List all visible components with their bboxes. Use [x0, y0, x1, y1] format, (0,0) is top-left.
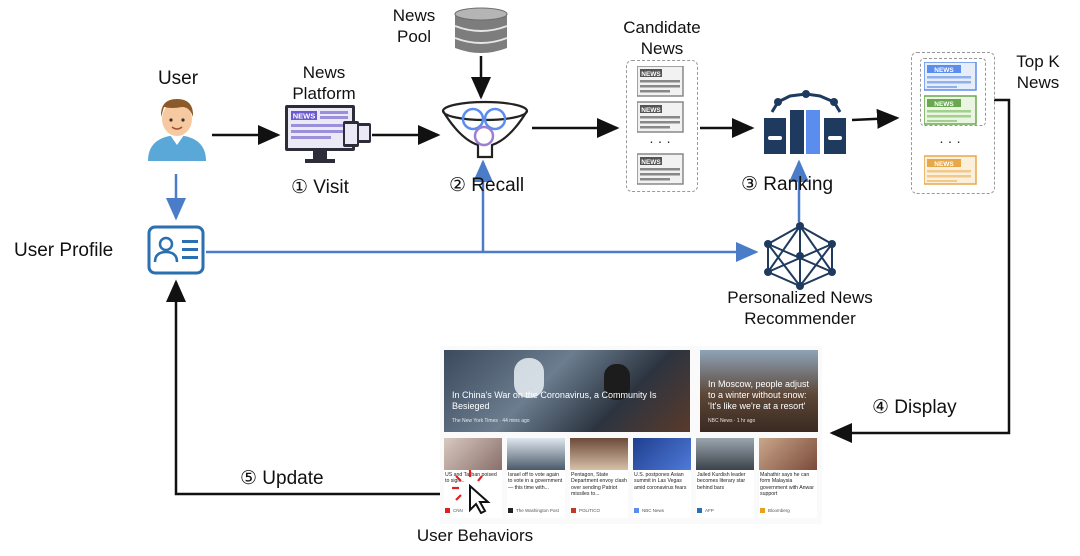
hero-card-side[interactable]: In Moscow, people adjust to a winter wit…	[700, 350, 818, 432]
news-platform-icon-text: NEWS	[293, 112, 316, 121]
news-card[interactable]: Mahathir says he can form Malaysia gover…	[759, 438, 817, 518]
database-icon	[454, 7, 508, 53]
news-platform-label-line1: News	[302, 63, 346, 82]
svg-text:NEWS: NEWS	[934, 101, 954, 108]
arrow-behaviors-to-profile	[166, 279, 448, 496]
network-icon	[764, 222, 836, 290]
top-k-news-item-green: NEWS	[924, 95, 977, 125]
news-card-thumbnail	[759, 438, 817, 470]
svg-text:NEWS: NEWS	[641, 71, 661, 78]
news-pool-label-line1: News	[392, 6, 436, 25]
arrow-ranking-to-topk	[851, 108, 900, 129]
svg-text:NEWS: NEWS	[641, 159, 661, 166]
top-k-news-box	[911, 52, 995, 194]
top-k-inner-box	[920, 58, 986, 126]
funnel-icon	[441, 100, 529, 159]
svg-text:NEWS: NEWS	[934, 67, 954, 74]
svg-text:NEWS: NEWS	[934, 161, 954, 168]
news-card[interactable]: US and Taliban poised to sign... CNN	[444, 438, 502, 518]
step-visit: ① Visit	[291, 177, 349, 198]
hero-side-caption: In Moscow, people adjust to a winter wit…	[708, 379, 810, 411]
candidate-news-item: NEWS	[637, 66, 684, 97]
hero-side-source: NBC News · 1 hr ago	[708, 418, 756, 424]
hero-main-source: The New York Times · 44 mins ago	[452, 418, 530, 424]
news-card-source: NBC News	[642, 508, 665, 513]
news-platform-label-line2: Platform	[292, 84, 356, 103]
news-card-title: Pentagon, State Department envoy clash o…	[571, 472, 627, 498]
candidate-news-list: NEWS NEWS · · · NEWS	[637, 66, 684, 185]
ranking-icon	[764, 90, 846, 154]
top-k-news-label-line2: News	[1016, 73, 1060, 92]
news-platform-icon: NEWS	[285, 105, 371, 163]
arrow-topk-to-display	[829, 98, 1011, 443]
news-card-source: CNN	[453, 508, 463, 513]
news-card-source: AFP	[705, 508, 714, 513]
news-card[interactable]: Jailed Kurdish leader becomes literary s…	[696, 438, 754, 518]
hero-card-main[interactable]: In China's War on the Coronavirus, a Com…	[444, 350, 690, 432]
news-card-title: Jailed Kurdish leader becomes literary s…	[697, 472, 746, 491]
news-card[interactable]: Pentagon, State Department envoy clash o…	[570, 438, 628, 518]
top-k-news-item-blue: NEWS	[924, 62, 977, 91]
news-card-title: Mahathir says he can form Malaysia gover…	[760, 472, 814, 498]
user-icon	[148, 99, 206, 161]
candidate-news-box	[626, 60, 698, 192]
news-pool-label-line2: Pool	[396, 27, 432, 46]
news-card-thumbnail	[633, 438, 691, 470]
news-card-thumbnail	[570, 438, 628, 470]
top-k-news-label-line1: Top K	[1016, 52, 1060, 71]
news-card-source: POLITICO	[579, 508, 601, 513]
candidate-news-item: NEWS	[637, 101, 684, 133]
candidate-news-label-line2: News	[640, 39, 684, 58]
news-card-thumbnail	[507, 438, 565, 470]
candidate-ellipsis: · · ·	[649, 133, 671, 149]
candidate-news-label-line1: Candidate	[623, 18, 701, 37]
user-behaviors-label: User Behaviors	[416, 526, 534, 545]
candidate-news-item: NEWS	[637, 153, 684, 185]
hero-main-caption: In China's War on the Coronavirus, a Com…	[452, 390, 657, 411]
news-card-title: U.S. postpones Asian summit in Las Vegas…	[634, 472, 687, 491]
user-label: User	[157, 68, 199, 89]
top-k-news-item-orange: NEWS	[924, 155, 977, 185]
news-card-thumbnail	[696, 438, 754, 470]
recommender-label-line2: Recommender	[744, 309, 856, 328]
step-display: ④ Display	[872, 397, 957, 418]
step-recall: ② Recall	[449, 175, 525, 196]
top-k-news-list: NEWS NEWS · · · NEWS	[924, 62, 977, 185]
svg-text:NEWS: NEWS	[641, 107, 661, 114]
news-card[interactable]: Israel off to vote again to vote in a go…	[507, 438, 565, 518]
top-k-ellipsis: · · ·	[939, 133, 961, 149]
news-card-thumbnail	[444, 438, 502, 470]
news-card-title: Israel off to vote again to vote in a go…	[508, 472, 563, 491]
news-card-source: The Washington Post	[516, 508, 559, 513]
news-feed-screenshot: In China's War on the Coronavirus, a Com…	[440, 346, 822, 524]
recommender-label-line1: Personalized News	[727, 288, 873, 307]
news-card[interactable]: U.S. postpones Asian summit in Las Vegas…	[633, 438, 691, 518]
step-ranking: ③ Ranking	[741, 174, 834, 195]
step-update: ⑤ Update	[240, 468, 324, 489]
news-card-source: Bloomberg	[768, 508, 790, 513]
click-cursor-icon	[452, 470, 491, 514]
hero-figure	[514, 358, 544, 398]
user-profile-icon	[147, 225, 205, 275]
hero-figure	[604, 364, 630, 400]
user-profile-label: User Profile	[14, 240, 114, 261]
